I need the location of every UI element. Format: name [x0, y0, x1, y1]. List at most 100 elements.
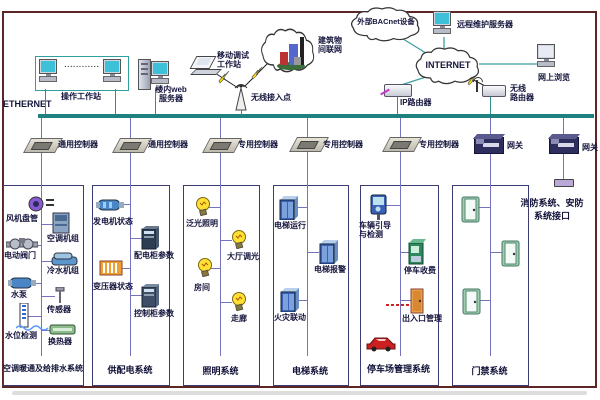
branch-line — [121, 204, 130, 205]
system-title: 电梯系统 — [291, 366, 328, 376]
web-browse-icon — [537, 44, 555, 67]
branch-line — [34, 283, 41, 284]
system-box-lighting — [183, 185, 260, 386]
branch-line — [490, 252, 502, 253]
trunk-line — [400, 185, 401, 356]
mobile-station-icon — [189, 56, 222, 75]
ip-router-icon — [384, 84, 412, 97]
item-label: 停车收费 — [404, 266, 436, 275]
branch-line — [479, 300, 490, 301]
branch-line — [297, 300, 307, 301]
item-label: 出入口管理 — [402, 314, 442, 323]
system-title: 空调暖通及给排水系统 — [3, 364, 83, 373]
ethernet-bus — [38, 114, 594, 118]
item-label: 换热器 — [48, 337, 72, 346]
item-label: 控制柜参数 — [134, 309, 174, 318]
gateway-icon — [474, 137, 504, 154]
branch-line — [41, 224, 54, 225]
controller-label: 通用控制器 — [58, 140, 98, 149]
gateway-label: 网关 — [507, 141, 523, 150]
link-buildingcloud-ap — [244, 60, 271, 87]
controller-label: 通用控制器 — [148, 140, 188, 149]
remote-server-label: 远程维护服务器 — [457, 20, 513, 29]
branch-line — [28, 316, 41, 317]
item-label: 冷水机组 — [47, 266, 79, 275]
controller-label: 专用控制器 — [323, 140, 363, 149]
item-label: 大厅调光 — [227, 252, 259, 261]
drop-shadow — [12, 391, 587, 395]
branch-line — [307, 252, 319, 253]
item-label: 风机盘管 — [6, 214, 38, 223]
branch-line — [220, 302, 232, 303]
trunk-line — [220, 185, 221, 356]
building-cloud-label: 建筑物 间联网 — [318, 36, 342, 55]
workstation-group-label: 操作工作站 — [61, 92, 101, 101]
system-title: 供配电系统 — [107, 365, 153, 375]
controller-label: 专用控制器 — [419, 140, 459, 149]
link-bacnet-internet — [399, 36, 430, 56]
branch-line — [130, 238, 143, 239]
internet-label: INTERNET — [425, 60, 471, 70]
branch-line — [211, 268, 220, 269]
system-box-elevator — [273, 185, 349, 386]
bacnet-cloud — [350, 7, 420, 42]
connector-line — [45, 89, 46, 114]
system-box-parking — [360, 185, 439, 386]
item-label: 电动阀门 — [4, 251, 36, 260]
item-label: 电梯运行 — [274, 221, 306, 230]
wireless-router-icon — [476, 80, 506, 97]
fire-interface-label: 消防系统、安防 系统接口 — [520, 198, 584, 221]
internet-cloud — [415, 47, 480, 85]
item-label: 房间 — [194, 283, 210, 292]
trunk-line — [307, 185, 308, 356]
web-server-monitor-icon — [151, 61, 169, 84]
item-label: 火灾联动 — [274, 313, 306, 322]
web-server-label: 楼内web 服务器 — [155, 85, 187, 104]
building-icon — [277, 37, 305, 70]
gateway-icon — [549, 137, 579, 154]
branch-line — [209, 207, 220, 208]
wireless-ap-label: 无线接入点 — [251, 93, 291, 102]
branch-line — [296, 207, 307, 208]
trunk-line — [490, 185, 491, 356]
building-internet-cloud — [261, 28, 315, 73]
system-title: 照明系统 — [202, 366, 239, 376]
fire-interface-connector-icon — [554, 179, 574, 187]
branch-line — [478, 207, 490, 208]
branch-line — [400, 252, 409, 253]
connector-line — [115, 89, 116, 114]
mobile-station-label: 移动调试 工作站 — [217, 51, 249, 70]
item-label: 电梯报警 — [314, 265, 346, 274]
remote-server-icon — [433, 11, 451, 34]
wireless-router-label: 无线 路由器 — [510, 84, 534, 103]
branch-line — [41, 296, 55, 297]
branch-line — [41, 330, 52, 331]
bacnet-cloud-label: 外部BACnet设备 — [357, 17, 415, 26]
wireless-ap-icon — [234, 84, 248, 111]
connector-line — [241, 110, 242, 115]
system-box-power — [92, 185, 170, 386]
branch-line — [41, 261, 54, 262]
item-label: 变压器状态 — [93, 282, 133, 291]
branch-line — [220, 240, 232, 241]
web-server-icon — [138, 59, 151, 90]
branch-line — [400, 300, 411, 301]
item-label: 水位检测 — [5, 331, 37, 340]
trunk-line — [130, 185, 131, 356]
web-browse-label: 网上浏览 — [538, 73, 570, 82]
workstation-group-box — [35, 56, 129, 91]
ethernet-label: ETHERNET — [3, 99, 52, 109]
ip-router-label: IP路由器 — [400, 98, 432, 107]
trunk-line — [41, 185, 42, 356]
item-label: 空调机组 — [47, 234, 79, 243]
item-label: 走廊 — [231, 314, 247, 323]
item-label: 车辆引导 与检测 — [359, 221, 391, 240]
branch-line — [119, 268, 130, 269]
item-label: 泛光照明 — [186, 219, 218, 228]
item-label: 发电机状态 — [93, 217, 133, 226]
connector-line — [397, 97, 398, 114]
system-box-hvac — [3, 185, 84, 386]
branch-line — [386, 205, 400, 206]
